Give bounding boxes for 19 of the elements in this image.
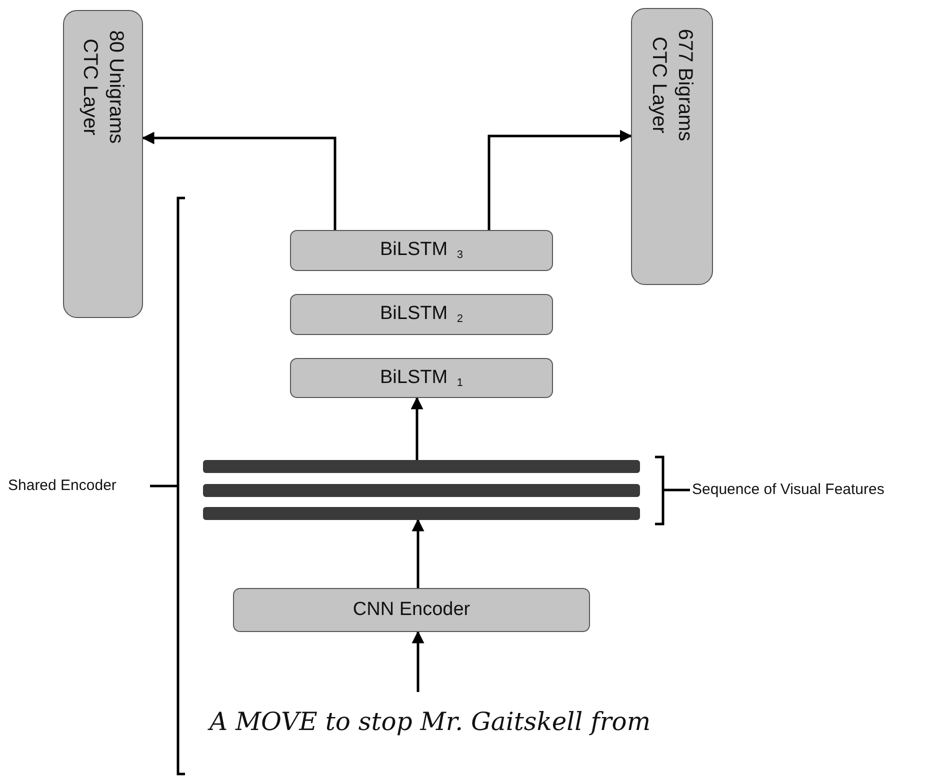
feature-bar <box>203 484 640 497</box>
layer-box: CNN Encoder <box>233 588 590 632</box>
output-layer-box <box>631 8 713 285</box>
output-layer-box <box>63 10 143 318</box>
arrow <box>412 518 424 588</box>
layer-label: 677 Bigrams CTC Layer <box>647 28 697 144</box>
bracket-label: Shared Encoder <box>8 476 116 496</box>
layer-label: 80 Unigrams CTC Layer <box>78 29 128 146</box>
arrow <box>412 630 424 692</box>
bracket-label: Sequence of Visual Features <box>692 480 884 500</box>
arrow <box>410 396 424 460</box>
feature-bar <box>203 460 640 473</box>
arrow <box>488 130 632 230</box>
layer-box: BiLSTM $_{1}$ <box>290 358 553 398</box>
arrow <box>142 132 336 230</box>
layer-box: BiLSTM $_{2}$ <box>290 294 553 335</box>
feature-bar <box>203 507 640 520</box>
handwriting-sample: A MOVE to stop Mr. Gaitskell from <box>200 692 660 752</box>
layer-box: BiLSTM $_{3}$ <box>290 230 553 271</box>
